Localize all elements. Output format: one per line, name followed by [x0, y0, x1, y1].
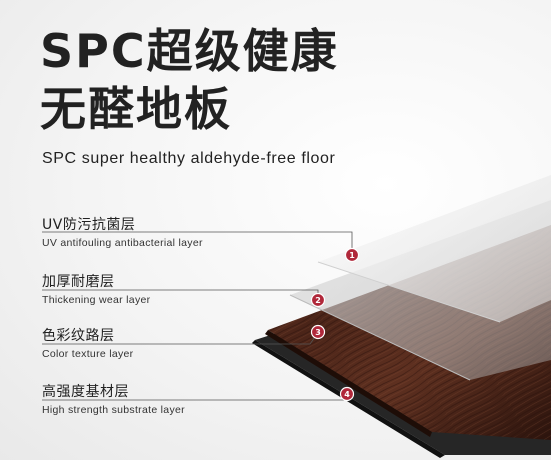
layer-label-uv: UV防污抗菌层 UV antifouling antibacterial lay… [42, 214, 203, 249]
layer-label-en: Thickening wear layer [42, 294, 151, 306]
headline-line-2: 无醛地板 [40, 82, 232, 136]
layer-label-en: Color texture layer [42, 348, 134, 360]
svg-text:4: 4 [344, 390, 350, 399]
layer-badge-2: 2 [310, 292, 326, 308]
layer-label-cn: 色彩纹路层 [42, 328, 115, 344]
uv-layer [317, 175, 551, 323]
layer-label-color: 色彩纹路层 Color texture layer [42, 325, 133, 360]
layer-label-en: High strength substrate layer [42, 404, 185, 416]
layer-label-cn: UV防污抗菌层 [42, 217, 136, 233]
svg-text:2: 2 [315, 296, 321, 305]
leader-line-1 [42, 231, 353, 252]
layer-label-substrate: 高强度基材层 High strength substrate layer [42, 381, 185, 416]
layer-label-en: UV antifouling antibacterial layer [42, 237, 203, 249]
svg-text:3: 3 [315, 328, 321, 337]
layer-label-cn: 高强度基材层 [42, 384, 129, 400]
layer-badge-4: 4 [339, 386, 355, 402]
layer-label-wear: 加厚耐磨层 Thickening wear layer [42, 271, 150, 306]
subtitle: SPC super healthy aldehyde-free floor [42, 150, 336, 167]
svg-text:1: 1 [349, 251, 355, 260]
layer-badge-3: 3 [310, 324, 326, 340]
layer-badge-1: 1 [344, 247, 360, 263]
layer-label-cn: 加厚耐磨层 [42, 274, 115, 290]
headline-line-1: SPC超级健康 [40, 24, 339, 78]
